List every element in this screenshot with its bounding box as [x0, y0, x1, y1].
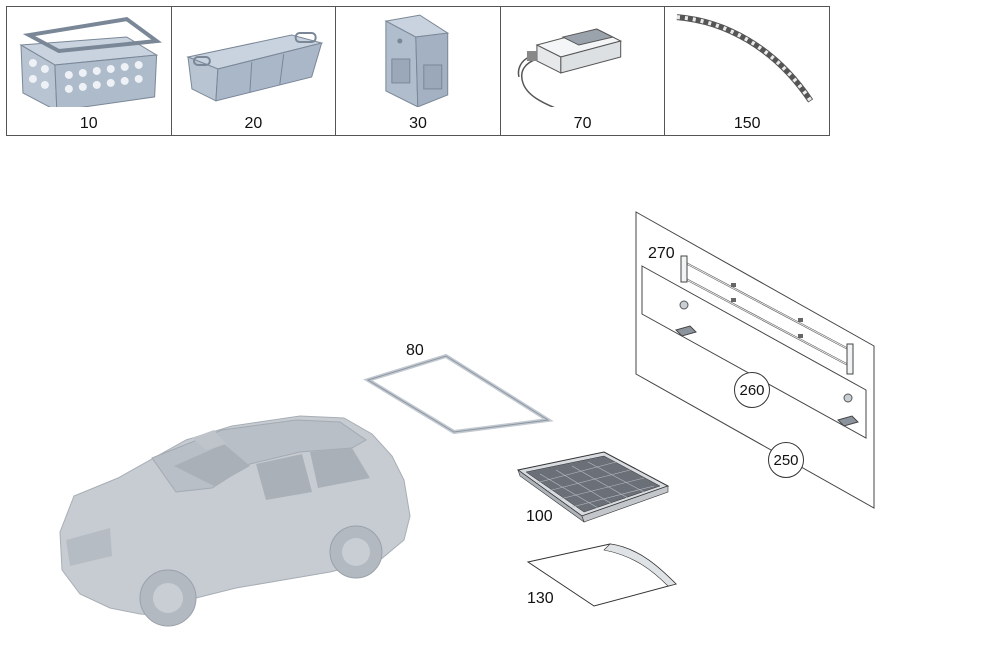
callout-80[interactable]: 80: [406, 342, 424, 359]
panel-assembly[interactable]: [635, 211, 875, 509]
part-cell-70[interactable]: 70: [501, 7, 666, 135]
tray-part-100[interactable]: [516, 451, 670, 523]
part-number-150: 150: [733, 115, 761, 132]
rail-part-270[interactable]: [680, 255, 854, 375]
storage-box-icon: [185, 32, 324, 102]
part-cell-30[interactable]: 30: [336, 7, 501, 135]
clip-icon: [675, 300, 859, 427]
part-number-20: 20: [244, 115, 263, 132]
cool-bag-icon: [384, 14, 450, 107]
part-cell-20[interactable]: 20: [172, 7, 337, 135]
callout-100[interactable]: 100: [526, 508, 553, 525]
callout-250[interactable]: 250: [768, 442, 804, 478]
callout-270[interactable]: 270: [648, 245, 675, 262]
callout-130[interactable]: 130: [527, 590, 554, 607]
callout-260[interactable]: 260: [734, 372, 770, 408]
parts-strip: 10 20 30: [6, 6, 830, 136]
part-number-30: 30: [409, 115, 427, 132]
part-cell-150[interactable]: 150: [665, 7, 829, 135]
load-strap-icon: [677, 14, 814, 103]
part-cell-10[interactable]: 10: [7, 7, 172, 135]
part-number-10: 10: [79, 115, 98, 132]
frame-part-80[interactable]: [363, 353, 554, 435]
vehicle-illustration: [59, 415, 411, 627]
part-number-70: 70: [573, 115, 592, 132]
folding-crate-icon: [19, 16, 162, 107]
power-adapter-icon: [517, 28, 622, 107]
mat-part-130[interactable]: [526, 543, 677, 607]
